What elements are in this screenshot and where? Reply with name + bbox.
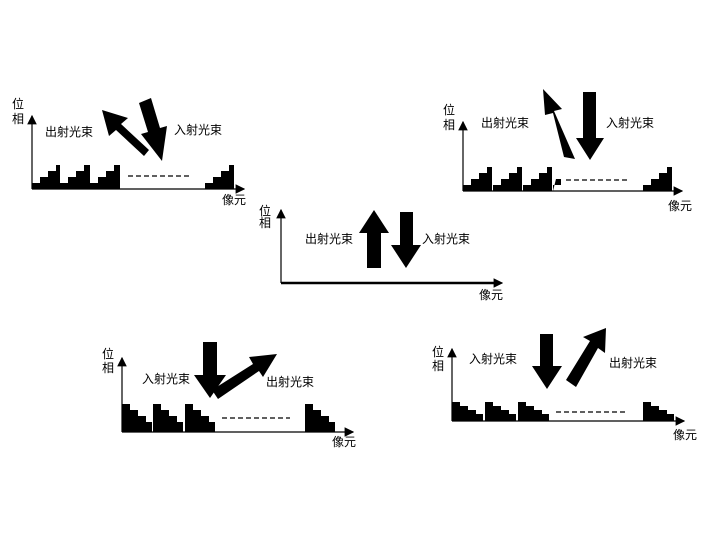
incoming-beam-label: 入射光束 bbox=[174, 122, 222, 137]
phase-label-top: 位 bbox=[432, 344, 444, 359]
pixel-label: 像元 bbox=[673, 428, 697, 442]
phase-staircase bbox=[32, 165, 234, 189]
outgoing-beam-label: 出射光束 bbox=[481, 115, 529, 130]
outgoing-beam-arrow bbox=[359, 210, 389, 268]
outgoing-beam-label: 出射光束 bbox=[305, 231, 353, 246]
outgoing-beam-arrow bbox=[543, 89, 575, 159]
incoming-beam-label: 入射光束 bbox=[469, 351, 517, 366]
incoming-beam-arrow bbox=[139, 98, 167, 161]
phase-staircase bbox=[463, 167, 672, 191]
phase-label-bottom: 相 bbox=[12, 112, 24, 126]
pixel-label: 像元 bbox=[479, 288, 503, 302]
panel-bottom-right: 位 相 像元 入射光束 出射光束 bbox=[432, 328, 697, 442]
panel-center: 位 相 像元 出射光束 入射光束 bbox=[259, 203, 504, 302]
incoming-beam-label: 入射光束 bbox=[142, 371, 190, 386]
phase-staircase bbox=[452, 402, 674, 421]
incoming-beam-label: 入射光束 bbox=[422, 231, 470, 246]
outgoing-beam-label: 出射光束 bbox=[609, 355, 657, 370]
incoming-beam-arrow bbox=[391, 212, 421, 268]
outgoing-beam-arrow bbox=[212, 354, 277, 399]
incoming-beam-label: 入射光束 bbox=[606, 115, 654, 130]
phase-label-top: 位 bbox=[259, 203, 271, 218]
phase-label-top: 位 bbox=[443, 102, 455, 117]
phase-label-top: 位 bbox=[12, 96, 24, 111]
phase-label-bottom: 相 bbox=[443, 118, 455, 132]
phase-label-bottom: 相 bbox=[432, 359, 444, 373]
panel-bottom-left: 位 相 像元 入射光束 出射光束 bbox=[102, 342, 356, 449]
phase-label-top: 位 bbox=[102, 346, 114, 361]
phase-label-bottom: 相 bbox=[102, 361, 114, 375]
phase-label-bottom: 相 bbox=[259, 216, 271, 230]
phase-staircase bbox=[122, 404, 335, 432]
incoming-beam-arrow bbox=[576, 92, 604, 160]
outgoing-beam-label: 出射光束 bbox=[45, 124, 93, 139]
incoming-beam-arrow bbox=[532, 334, 562, 389]
pixel-label: 像元 bbox=[332, 435, 356, 449]
incoming-beam-arrow bbox=[194, 342, 226, 398]
panel-top-right: 位 相 像元 出射光束 入射光束 bbox=[443, 89, 692, 213]
pixel-label: 像元 bbox=[668, 199, 692, 213]
outgoing-beam-arrow bbox=[102, 110, 149, 156]
outgoing-beam-arrow bbox=[566, 328, 606, 387]
panel-top-left: 位 相 像元 出射光束 入射光束 bbox=[12, 96, 246, 207]
outgoing-beam-label: 出射光束 bbox=[266, 374, 314, 389]
pixel-label: 像元 bbox=[222, 193, 246, 207]
